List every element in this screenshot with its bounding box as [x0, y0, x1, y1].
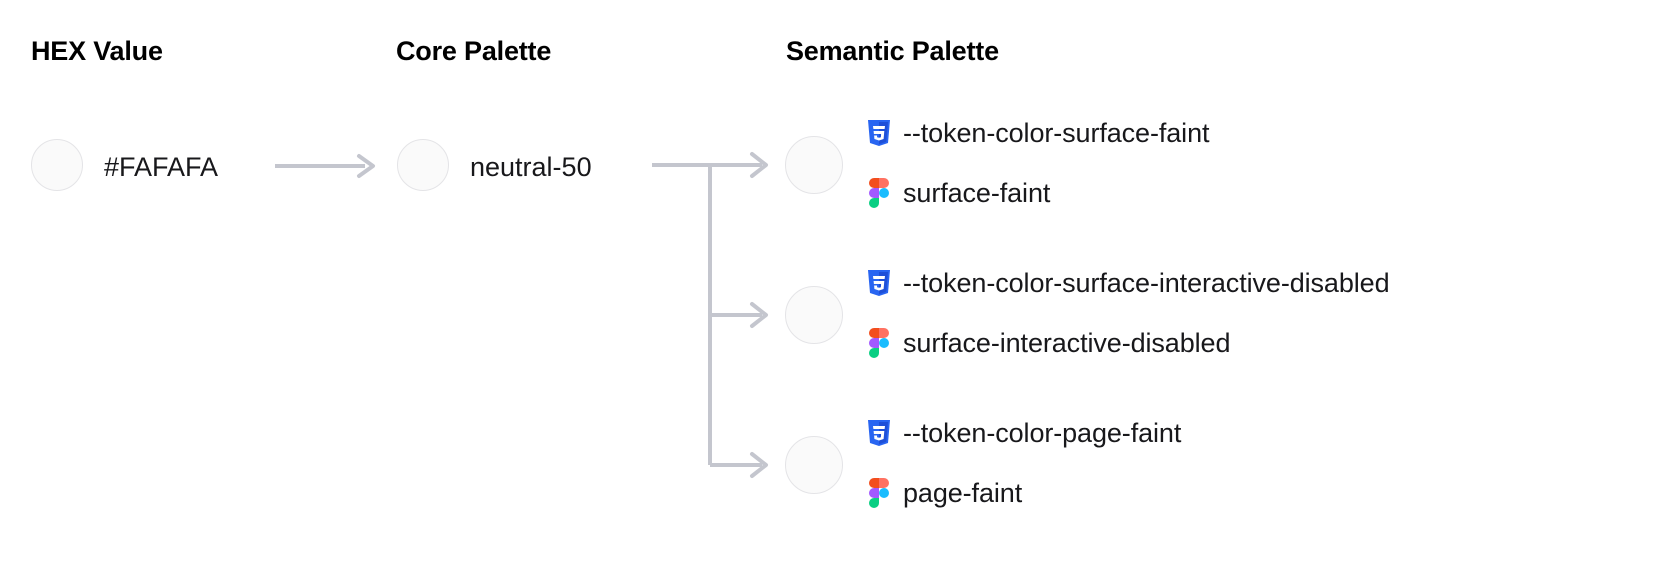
css3-icon: [866, 418, 892, 448]
column-header-semantic-palette: Semantic Palette: [786, 36, 999, 66]
css-token-entry: --token-color-surface-faint: [866, 117, 1210, 148]
css-token-entry: --token-color-surface-interactive-disabl…: [866, 268, 1390, 298]
color-swatch-semantic-0: [785, 136, 843, 194]
css-token-text: --token-color-surface-interactive-disabl…: [903, 267, 1390, 298]
color-swatch-semantic-1: [785, 286, 843, 344]
semantic-token-row: --token-color-page-faint page-faint: [866, 410, 1646, 520]
hex-value-label: #FAFAFA: [104, 152, 219, 182]
figma-token-text: surface-faint: [903, 177, 1051, 208]
column-header-hex-value: HEX Value: [31, 36, 163, 66]
color-swatch-hex: [31, 139, 83, 191]
arrow-core-to-semantic-branch: [648, 140, 778, 480]
css-token-text: --token-color-surface-faint: [903, 117, 1210, 148]
core-palette-label: neutral-50: [470, 152, 592, 182]
semantic-token-row: --token-color-surface-faint surface-fain…: [866, 110, 1646, 220]
color-swatch-core: [397, 139, 449, 191]
figma-token-text: surface-interactive-disabled: [903, 327, 1231, 358]
figma-token-entry: surface-interactive-disabled: [866, 328, 1230, 358]
figma-icon: [866, 178, 892, 208]
css3-icon: [866, 268, 892, 298]
figma-token-text: page-faint: [903, 477, 1023, 508]
figma-token-entry: surface-faint: [866, 178, 1050, 208]
arrow-hex-to-core: [273, 152, 377, 180]
figma-token-entry: page-faint: [866, 478, 1022, 508]
css-token-text: --token-color-page-faint: [903, 417, 1182, 448]
semantic-token-row: --token-color-surface-interactive-disabl…: [866, 260, 1646, 370]
color-swatch-semantic-2: [785, 436, 843, 494]
column-header-core-palette: Core Palette: [396, 36, 552, 66]
figma-icon: [866, 478, 892, 508]
css-token-entry: --token-color-page-faint: [866, 418, 1181, 448]
figma-icon: [866, 328, 892, 358]
css3-icon: [866, 118, 892, 148]
